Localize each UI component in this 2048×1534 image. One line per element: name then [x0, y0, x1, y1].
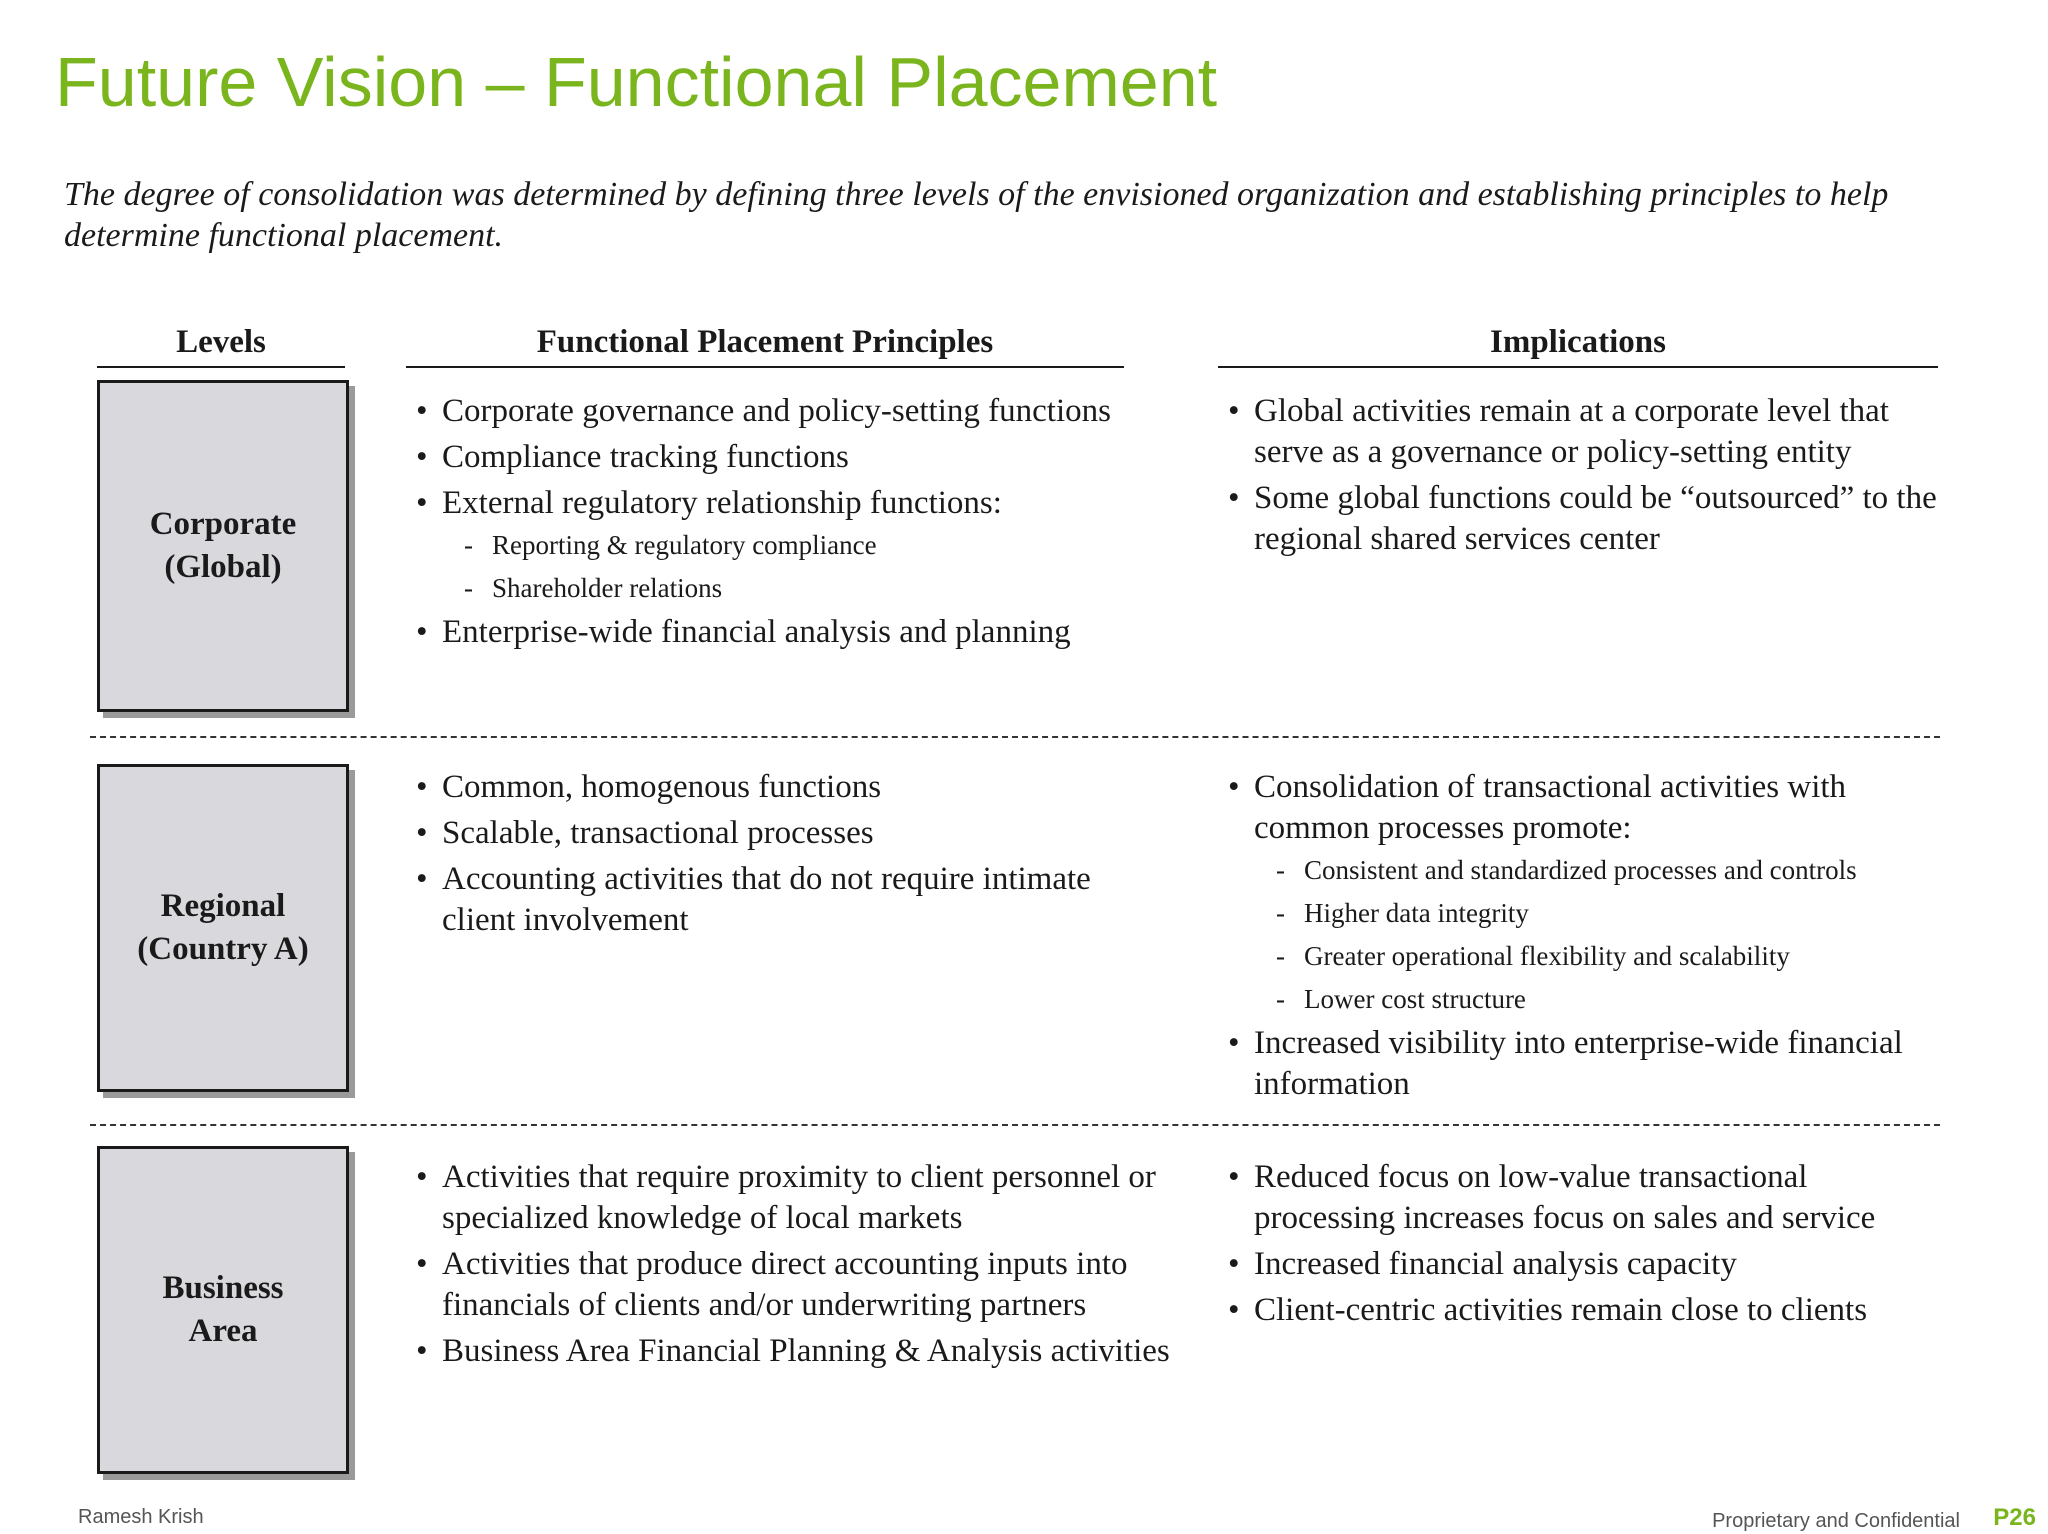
sub-list-item: Consistent and standardized processes an… [1254, 851, 1944, 889]
implications-regional: Consolidation of transactional activitie… [1224, 767, 1944, 1110]
page-title: Future Vision – Functional Placement [55, 43, 1218, 121]
sub-list-item: Lower cost structure [1254, 980, 1944, 1018]
implications-business-area: Reduced focus on low-value transactional… [1224, 1157, 1944, 1336]
list-item: Activities that produce direct accountin… [412, 1244, 1172, 1326]
list-item: Scalable, transactional processes [412, 813, 1172, 854]
header-principles: Functional Placement Principles [406, 322, 1124, 368]
list-item: Activities that require proximity to cli… [412, 1157, 1172, 1239]
header-implications: Implications [1218, 322, 1938, 368]
sub-list-item: Higher data integrity [1254, 894, 1944, 932]
level-box-corporate: Corporate (Global) [97, 380, 349, 712]
sub-list-item: Shareholder relations [442, 569, 1172, 607]
list-item: Accounting activities that do not requir… [412, 859, 1172, 941]
level-label: Business [162, 1270, 284, 1306]
footer-confidential: Proprietary and Confidential [1712, 1510, 1960, 1532]
list-item: Consolidation of transactional activitie… [1224, 767, 1944, 1018]
principles-corporate: Corporate governance and policy-setting … [412, 391, 1172, 658]
list-item: Common, homogenous functions [412, 767, 1172, 808]
sub-list-item: Greater operational flexibility and scal… [1254, 937, 1944, 975]
list-item: Corporate governance and policy-setting … [412, 391, 1172, 432]
page-subtitle: The degree of consolidation was determin… [64, 176, 1889, 254]
level-label: (Global) [164, 549, 282, 585]
implications-corporate: Global activities remain at a corporate … [1224, 391, 1944, 565]
list-item: External regulatory relationship functio… [412, 483, 1172, 607]
level-box-business-area: Business Area [97, 1146, 349, 1474]
row-divider [90, 736, 1940, 738]
list-item: Client-centric activities remain close t… [1224, 1290, 1944, 1331]
list-item: Business Area Financial Planning & Analy… [412, 1331, 1172, 1372]
list-item: Enterprise-wide financial analysis and p… [412, 612, 1172, 653]
level-label: Corporate [149, 506, 297, 542]
list-item: Increased financial analysis capacity [1224, 1244, 1944, 1285]
list-item: Some global functions could be “outsourc… [1224, 478, 1944, 560]
list-item: Increased visibility into enterprise-wid… [1224, 1023, 1944, 1105]
principles-business-area: Activities that require proximity to cli… [412, 1157, 1172, 1377]
level-label: (Country A) [137, 931, 309, 967]
sub-list-item: Reporting & regulatory compliance [442, 526, 1172, 564]
page-number: P26 [1993, 1504, 2036, 1531]
list-item: Compliance tracking functions [412, 437, 1172, 478]
level-box-regional: Regional (Country A) [97, 764, 349, 1092]
list-item: Global activities remain at a corporate … [1224, 391, 1944, 473]
header-levels: Levels [97, 322, 345, 368]
row-divider [90, 1124, 1940, 1126]
principles-regional: Common, homogenous functions Scalable, t… [412, 767, 1172, 946]
list-item: Reduced focus on low-value transactional… [1224, 1157, 1944, 1239]
level-label: Area [188, 1313, 258, 1349]
level-label: Regional [160, 888, 286, 924]
footer-author: Ramesh Krish [78, 1506, 204, 1528]
